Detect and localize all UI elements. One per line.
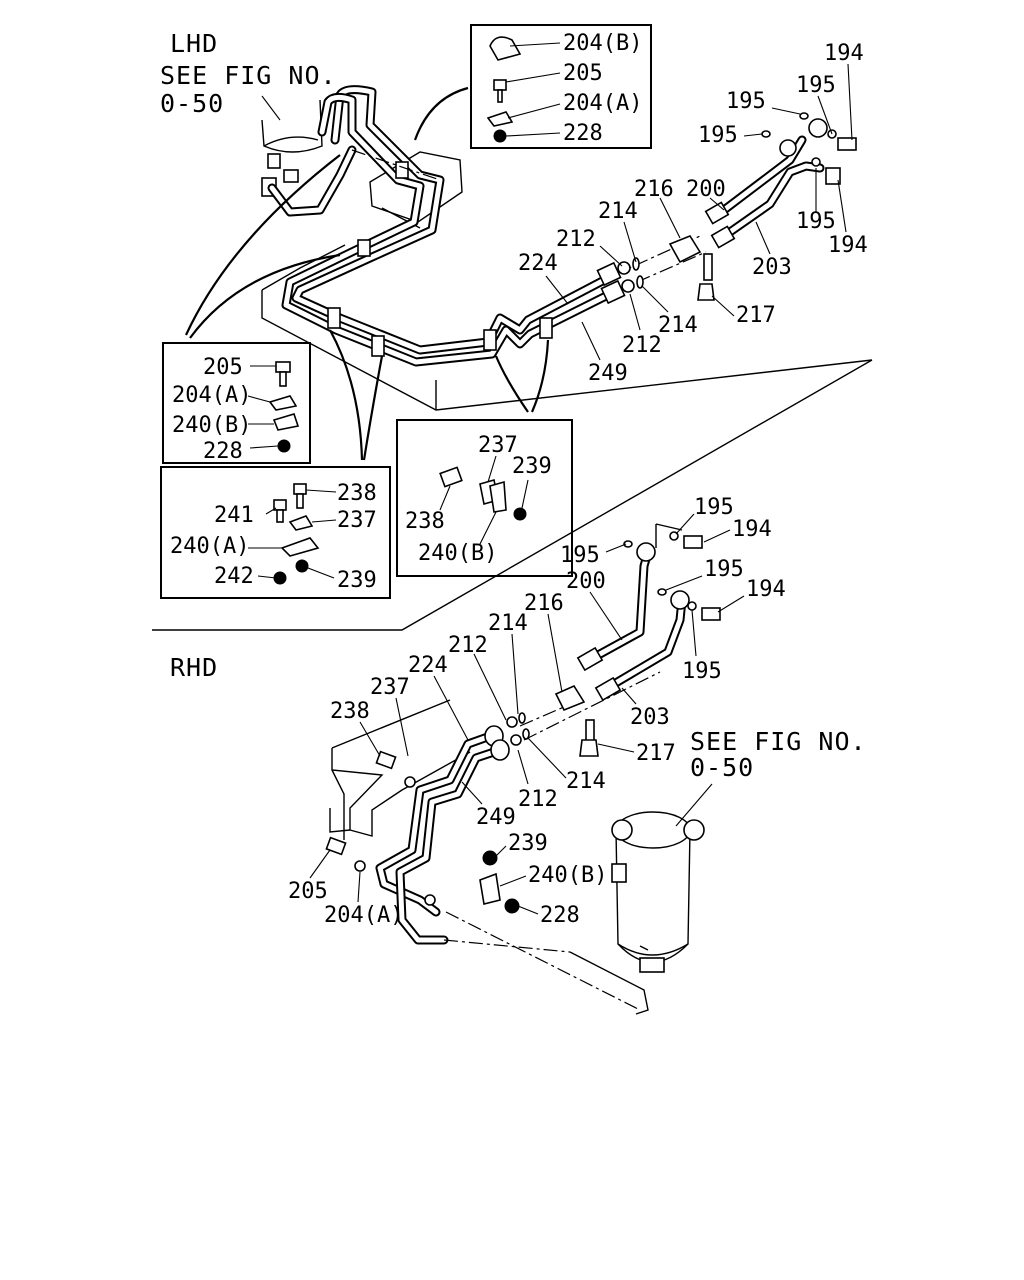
callout-240b: 240(B) (172, 413, 251, 438)
callout-240b: 240(B) (418, 541, 497, 566)
callout-238: 238 (337, 481, 377, 506)
lhd-bracket-216 (668, 235, 715, 301)
callout-195: 195 (682, 659, 722, 684)
callout-249: 249 (588, 361, 628, 386)
rhd-clamps (325, 750, 520, 914)
callout-238: 238 (405, 509, 445, 534)
callout-240b: 240(B) (528, 863, 607, 888)
callout-195: 195 (796, 73, 836, 98)
callout-194: 194 (824, 41, 864, 66)
lhd-callout-box-bracket: 238 241 237 240(A) 242 239 (160, 466, 391, 599)
callout-195: 195 (726, 89, 766, 114)
rhd-section: RHD (170, 495, 867, 1015)
callout-228: 228 (563, 121, 603, 146)
callout-238: 238 (330, 699, 370, 724)
callout-212: 212 (448, 633, 488, 658)
callout-216: 216 (524, 591, 564, 616)
rhd-bracket-216 (554, 684, 599, 757)
callout-241: 241 (214, 503, 254, 528)
callout-195: 195 (704, 557, 744, 582)
rhd-frame-rail (329, 699, 471, 840)
rhd-heading: RHD (170, 653, 218, 682)
callout-240a: 240(A) (170, 534, 249, 559)
callout-212: 212 (556, 227, 596, 252)
callout-249: 249 (476, 805, 516, 830)
lhd-clamp (395, 161, 409, 179)
callout-194: 194 (732, 517, 772, 542)
callout-195: 195 (694, 495, 734, 520)
callout-214: 214 (598, 199, 638, 224)
callout-200: 200 (686, 177, 726, 202)
lhd-callout-box-plate: 237 239 238 240(B) (396, 419, 573, 577)
lhd-frame-crossmember (261, 151, 873, 411)
callout-214: 214 (488, 611, 528, 636)
section-divider (152, 359, 873, 631)
lhd-clamp (357, 239, 371, 257)
lhd-callout-box-clip: 204(B) 205 204(A) 228 (470, 24, 652, 149)
callout-237: 237 (337, 508, 377, 533)
callout-239: 239 (337, 568, 377, 593)
callout-237: 237 (370, 675, 410, 700)
callout-194: 194 (746, 577, 786, 602)
callout-214: 214 (658, 313, 698, 338)
callout-214: 214 (566, 769, 606, 794)
callout-228: 228 (540, 903, 580, 928)
callout-216: 216 (634, 177, 674, 202)
lhd-callout-box-mount: 205 204(A) 240(B) 228 (162, 342, 311, 464)
rhd-bolts-194 (623, 531, 721, 621)
lhd-callouts: 194 195 195 195 200 216 214 212 224 195 … (518, 41, 868, 386)
callout-200: 200 (566, 569, 606, 594)
rhd-fig-number: 0-50 (690, 753, 754, 782)
rhd-hose-203 (594, 595, 687, 702)
lhd-see-fig-label: SEE FIG NO. (160, 61, 337, 90)
lhd-fig-number: 0-50 (160, 89, 224, 118)
callout-203: 203 (752, 255, 792, 280)
callout-239: 239 (512, 454, 552, 479)
lhd-pipe-249 (281, 92, 619, 367)
lhd-section: LHD SEE FIG NO. 0-50 (160, 24, 873, 599)
callout-237: 237 (478, 433, 518, 458)
callout-217: 217 (636, 741, 676, 766)
callout-204a: 204(A) (172, 383, 251, 408)
lhd-clamp (483, 329, 497, 351)
lhd-pipe-fittings (596, 257, 644, 305)
callout-204a: 204(A) (563, 91, 642, 116)
callout-203: 203 (630, 705, 670, 730)
callout-195: 195 (796, 209, 836, 234)
callout-239: 239 (508, 831, 548, 856)
callout-224: 224 (408, 653, 448, 678)
lhd-pipe-224 (291, 85, 617, 355)
rhd-fittings (484, 712, 530, 761)
rhd-pipe-249 (395, 745, 505, 945)
callout-205: 205 (563, 61, 603, 86)
lhd-clamp (539, 317, 553, 339)
rhd-callouts: 195 194 195 195 200 194 216 214 212 224 … (288, 495, 786, 928)
lhd-clamp (371, 335, 385, 357)
lhd-hose-200 (704, 135, 807, 225)
lhd-hose-203 (710, 161, 825, 249)
callout-205: 205 (203, 355, 243, 380)
callout-217: 217 (736, 303, 776, 328)
callout-224: 224 (518, 251, 558, 276)
callout-212: 212 (622, 333, 662, 358)
lhd-heading: LHD (170, 29, 218, 58)
lhd-receiver-drier (261, 99, 323, 197)
callout-204a: 204(A) (324, 903, 403, 928)
callout-205: 205 (288, 879, 328, 904)
callout-195: 195 (560, 543, 600, 568)
callout-228: 228 (203, 439, 243, 464)
rhd-receiver-drier (611, 811, 705, 973)
callout-194: 194 (828, 233, 868, 258)
callout-212: 212 (518, 787, 558, 812)
lhd-bolts-194 (761, 112, 857, 185)
callout-242: 242 (214, 564, 254, 589)
callout-204b: 204(B) (563, 31, 642, 56)
rhd-see-fig-label: SEE FIG NO. (690, 727, 867, 756)
callout-195: 195 (698, 123, 738, 148)
rhd-pipe-224 (375, 729, 501, 917)
lhd-clamp (327, 307, 341, 329)
